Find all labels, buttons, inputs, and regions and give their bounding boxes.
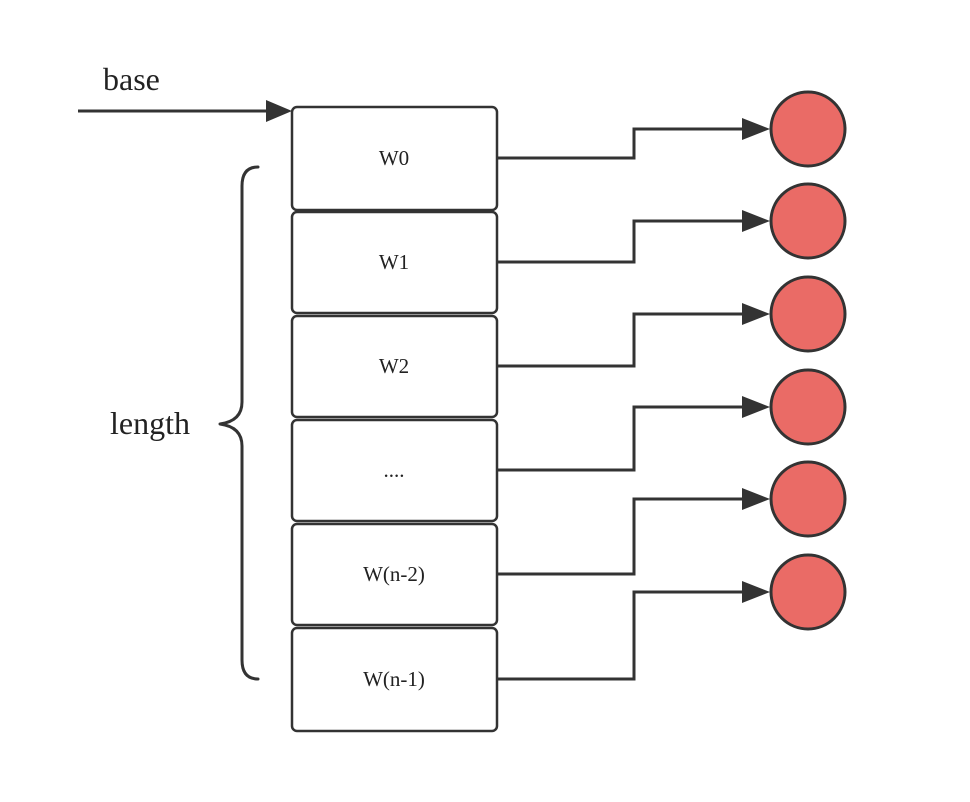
array-cell: W(n-2) bbox=[290, 522, 499, 627]
object-node bbox=[769, 368, 847, 446]
cell-label: W0 bbox=[379, 146, 409, 170]
object-node bbox=[769, 553, 847, 631]
object-node bbox=[769, 275, 847, 353]
base-label: base bbox=[103, 61, 160, 97]
pointer-line bbox=[497, 497, 744, 576]
array-cell: .... bbox=[290, 418, 499, 523]
pointer-line bbox=[497, 312, 744, 368]
pointer-arrowhead bbox=[742, 210, 770, 232]
pointer-arrow bbox=[497, 210, 770, 264]
pointer-arrow bbox=[497, 581, 770, 681]
pointer-line bbox=[497, 127, 744, 160]
object-node bbox=[769, 460, 847, 538]
pointer-arrowhead bbox=[742, 581, 770, 603]
length-brace bbox=[218, 165, 260, 681]
object-node bbox=[769, 182, 847, 260]
pointer-arrow bbox=[497, 303, 770, 368]
pointer-line bbox=[497, 590, 744, 681]
pointer-line bbox=[497, 405, 744, 472]
array-cell: W1 bbox=[290, 210, 499, 315]
array-cell: W(n-1) bbox=[290, 626, 499, 733]
pointer-wires bbox=[497, 118, 770, 681]
cell-label: W(n-2) bbox=[363, 562, 425, 586]
cell-label: W(n-1) bbox=[363, 667, 425, 691]
pointer-arrowhead bbox=[742, 118, 770, 140]
pointer-arrow bbox=[497, 396, 770, 472]
cell-label: W1 bbox=[379, 250, 409, 274]
target-objects bbox=[769, 90, 847, 631]
cell-label: .... bbox=[384, 458, 405, 482]
object-node bbox=[769, 90, 847, 168]
pointer-arrowhead bbox=[742, 488, 770, 510]
length-label: length bbox=[110, 405, 190, 441]
base-arrowhead bbox=[266, 100, 292, 122]
pointer-line bbox=[497, 219, 744, 264]
array-cell: W2 bbox=[290, 314, 499, 419]
pointer-arrowhead bbox=[742, 396, 770, 418]
array-cell: W0 bbox=[290, 105, 499, 212]
array-cells: W0 W1 W2 .... W(n-2) W(n-1) bbox=[290, 105, 499, 733]
pointer-arrow bbox=[497, 118, 770, 160]
pointer-arrow bbox=[497, 488, 770, 576]
cell-label: W2 bbox=[379, 354, 409, 378]
pointer-arrowhead bbox=[742, 303, 770, 325]
